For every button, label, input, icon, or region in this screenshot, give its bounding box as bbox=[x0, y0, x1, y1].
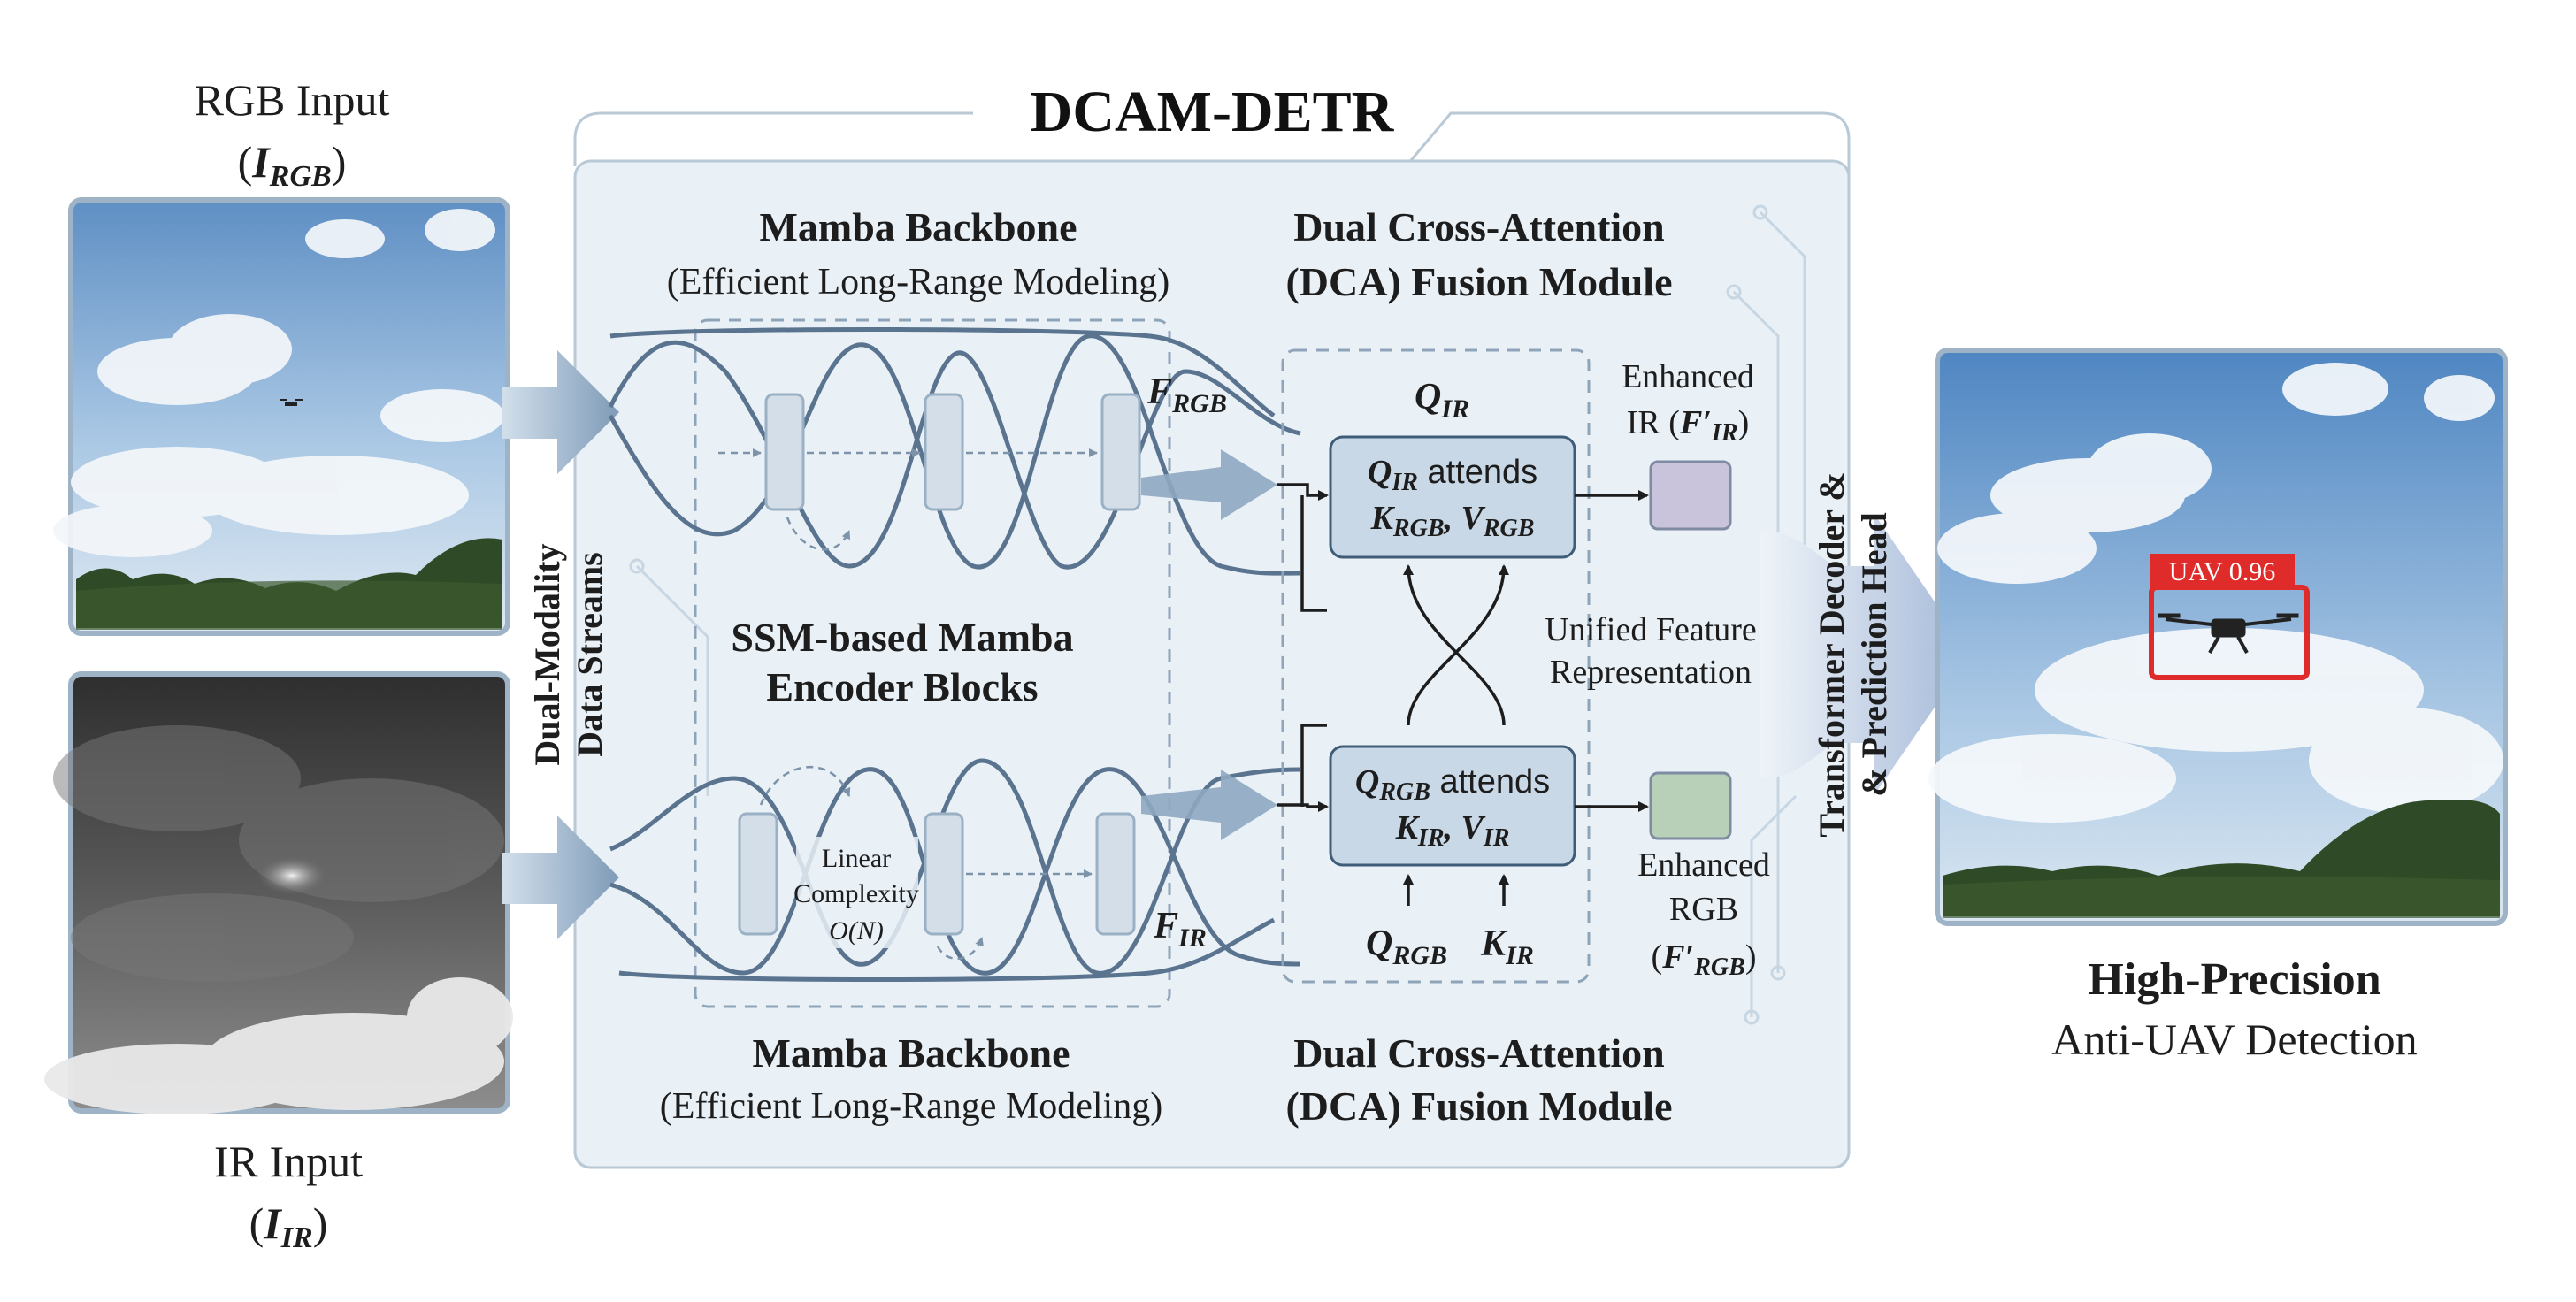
unified-label-line1: Unified Feature bbox=[1545, 611, 1757, 648]
fusion-top-title-line2: (DCA) Fusion Module bbox=[1285, 259, 1672, 304]
complexity-label: Linear Complexity O(N) bbox=[794, 837, 919, 948]
encoder-label-line2: Encoder Blocks bbox=[766, 664, 1038, 709]
encoder-region bbox=[694, 318, 1171, 1008]
rgb-input-label: RGB Input bbox=[195, 75, 390, 125]
f-rgb-label: FRGB bbox=[1146, 371, 1227, 418]
enhanced-ir-line1: Enhanced bbox=[1622, 358, 1754, 395]
enhanced-rgb-feature bbox=[1649, 771, 1732, 840]
detection-label: UAV 0.96 bbox=[2169, 557, 2276, 586]
f-ir-label: FIR bbox=[1153, 906, 1207, 953]
backbone-bottom-title: Mamba Backbone bbox=[752, 1030, 1070, 1076]
f-ir-arrow bbox=[1141, 770, 1277, 840]
unified-label-line2: Representation bbox=[1550, 654, 1752, 691]
enhanced-ir-line2: IR (F′IR) bbox=[1627, 404, 1749, 447]
output-subtitle: Anti-UAV Detection bbox=[2051, 1015, 2417, 1064]
fusion-region bbox=[1281, 348, 1591, 984]
drone-icon bbox=[280, 399, 303, 406]
output-title: High-Precision bbox=[2088, 954, 2380, 1005]
f-rgb-arrow bbox=[1141, 449, 1277, 520]
svg-text:O(N): O(N) bbox=[829, 916, 884, 946]
ir-input-symbol: (IIR) bbox=[249, 1199, 328, 1254]
encoder-label-line1: SSM-based Mamba bbox=[731, 615, 1073, 660]
attention-box-ir-line2: KRGB, VRGB bbox=[1370, 500, 1535, 542]
attention-box-ir bbox=[1329, 435, 1576, 559]
top-encoder-blocks bbox=[764, 393, 1141, 511]
attention-box-ir-line1: QIR attends bbox=[1368, 454, 1537, 496]
detection-box: UAV 0.96 bbox=[2149, 554, 2310, 680]
enhanced-rgb-line3: (F′RGB) bbox=[1652, 938, 1757, 981]
fusion-top-title-line1: Dual Cross-Attention bbox=[1293, 204, 1665, 249]
drone-icon-detected bbox=[2158, 613, 2299, 654]
svg-text:Complexity: Complexity bbox=[794, 879, 919, 908]
backbone-bottom-subtitle: (Efficient Long-Range Modeling) bbox=[660, 1086, 1162, 1127]
backbone-top-subtitle: (Efficient Long-Range Modeling) bbox=[667, 262, 1169, 303]
k-ir-label: KIR bbox=[1480, 923, 1534, 970]
top-encoder-links bbox=[718, 448, 1098, 551]
top-backbone-waves bbox=[608, 327, 1301, 576]
q-ir-label: QIR bbox=[1414, 377, 1469, 424]
ir-stream-arrow bbox=[502, 816, 619, 939]
enhanced-rgb-line2: RGB bbox=[1669, 891, 1738, 928]
decoder-label-line1: Transformer Decoder & bbox=[1812, 471, 1852, 837]
enhanced-rgb-line1: Enhanced bbox=[1637, 846, 1770, 884]
svg-text:Linear: Linear bbox=[822, 844, 891, 873]
diagram-title: DCAM-DETR bbox=[1031, 80, 1395, 144]
decoder-label-line2: & Prediction Head bbox=[1854, 512, 1894, 796]
rgb-input-image bbox=[53, 197, 510, 636]
q-rgb-label: QRGB bbox=[1366, 923, 1447, 970]
backbone-top-title: Mamba Backbone bbox=[759, 204, 1077, 249]
ir-input-label: IR Input bbox=[214, 1137, 363, 1186]
bottom-encoder-blocks bbox=[738, 812, 1136, 936]
circuit-decoration bbox=[629, 204, 1824, 1025]
attention-box-rgb-line2: KIR, VIR bbox=[1395, 809, 1510, 852]
bottom-encoder-links bbox=[759, 765, 1092, 961]
fusion-bottom-title-line1: Dual Cross-Attention bbox=[1293, 1030, 1665, 1076]
rgb-stream-arrow bbox=[502, 350, 619, 474]
enhanced-ir-feature bbox=[1649, 460, 1732, 531]
streams-label-line1: Dual-Modality bbox=[527, 543, 567, 765]
attention-box-rgb-line1: QRGB attends bbox=[1355, 763, 1550, 806]
rgb-input-symbol: (IRGB) bbox=[238, 137, 347, 193]
bottom-backbone-waves bbox=[610, 758, 1301, 982]
fusion-connectors bbox=[1277, 483, 1649, 906]
ir-input-image bbox=[44, 671, 513, 1114]
streams-label-line2: Data Streams bbox=[570, 552, 610, 756]
decoder-arrow bbox=[1760, 513, 1971, 796]
fusion-bottom-title-line2: (DCA) Fusion Module bbox=[1285, 1084, 1672, 1129]
